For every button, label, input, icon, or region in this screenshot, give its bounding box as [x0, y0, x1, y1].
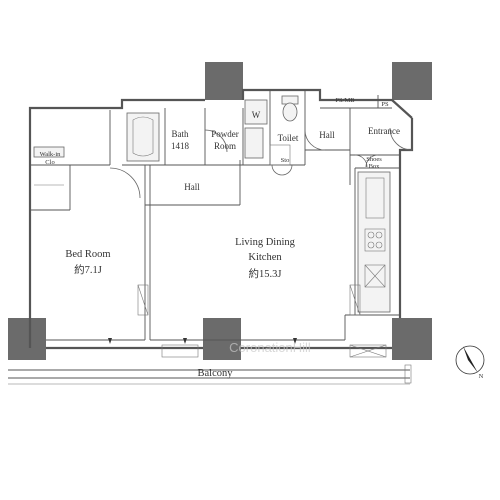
stove: [364, 228, 386, 252]
balcony-label: Balcony: [198, 368, 234, 379]
fixtures: [33, 95, 391, 358]
outer-walls: [28, 88, 414, 350]
psmb-label: PS/MB: [335, 97, 355, 104]
washer: [244, 99, 268, 125]
watermark: CoronationHill: [229, 340, 311, 355]
hall-mid-label: Hall: [184, 182, 200, 192]
doors: [108, 127, 413, 344]
powder-label-2: Room: [214, 141, 236, 151]
ldk-size-label: 約15.3J: [249, 267, 282, 280]
walkin-label: Walk-in: [40, 151, 62, 158]
bedroom-label: Bed Room: [65, 249, 110, 260]
balcony-area: [8, 364, 412, 385]
bathtub: [126, 112, 160, 162]
shoes-label: Shoes: [366, 156, 382, 163]
kitchen-counter: [357, 171, 391, 313]
shoes-label-2: Box: [369, 163, 381, 170]
bath-size-label: 1418: [171, 141, 190, 151]
hall-top-label: Hall: [319, 130, 335, 140]
bath-label: Bath: [172, 129, 189, 139]
fridge-space: [364, 264, 386, 288]
room-labels: Walk-in Clo Bath 1418 Powder Room W Toil…: [40, 97, 484, 380]
powder-label: Powder: [211, 129, 239, 139]
walkin-label-2: Clo: [45, 159, 54, 166]
ldk-label-2: Kitchen: [248, 252, 282, 263]
north-label: N: [479, 373, 484, 380]
sto-label: Sto: [281, 157, 290, 164]
ps-label: PS: [381, 101, 389, 108]
vanity-sink: [244, 127, 264, 159]
walkin-shelf: [33, 146, 65, 158]
bedroom-size-label: 約7.1J: [74, 263, 102, 276]
washer-label: W: [252, 110, 261, 120]
north-compass-icon: [455, 345, 485, 375]
toilet-label: Toilet: [278, 133, 299, 143]
interior-walls: [30, 90, 400, 341]
ldk-label: Living Dining: [235, 237, 296, 248]
structural-columns: [8, 62, 432, 360]
entrance-label: Entrance: [368, 126, 400, 136]
